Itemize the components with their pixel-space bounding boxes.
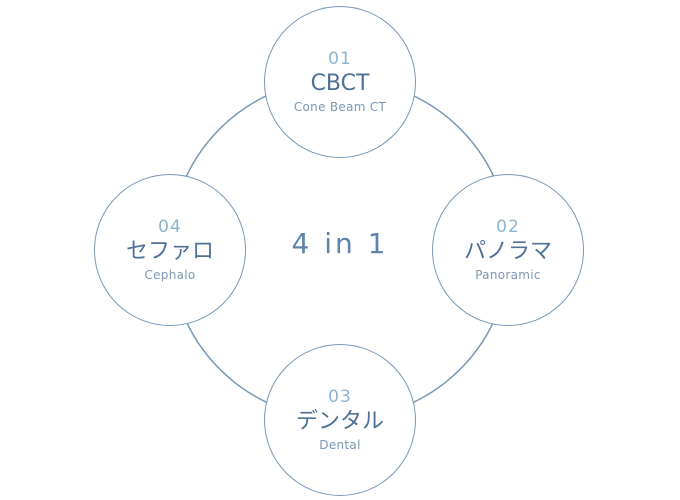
node-sublabel: Cephalo xyxy=(144,268,196,282)
node-label: セファロ xyxy=(125,239,214,264)
node-number: 04 xyxy=(158,217,182,237)
node-sublabel: Cone Beam CT xyxy=(293,100,387,114)
center-label: 4 in 1 xyxy=(291,227,389,260)
node-number: 01 xyxy=(328,49,352,69)
node-label: デンタル xyxy=(295,409,384,434)
node-label: パノラマ xyxy=(463,239,552,264)
node-dental: 03 デンタル Dental xyxy=(264,344,416,496)
node-number: 02 xyxy=(496,217,520,237)
node-sublabel: Panoramic xyxy=(475,268,541,282)
node-sublabel: Dental xyxy=(319,438,361,452)
node-panoramic: 02 パノラマ Panoramic xyxy=(432,174,584,326)
node-label: CBCT xyxy=(310,71,370,96)
node-number: 03 xyxy=(328,387,352,407)
node-cephalo: 04 セファロ Cephalo xyxy=(94,174,246,326)
node-cbct: 01 CBCT Cone Beam CT xyxy=(264,6,416,158)
